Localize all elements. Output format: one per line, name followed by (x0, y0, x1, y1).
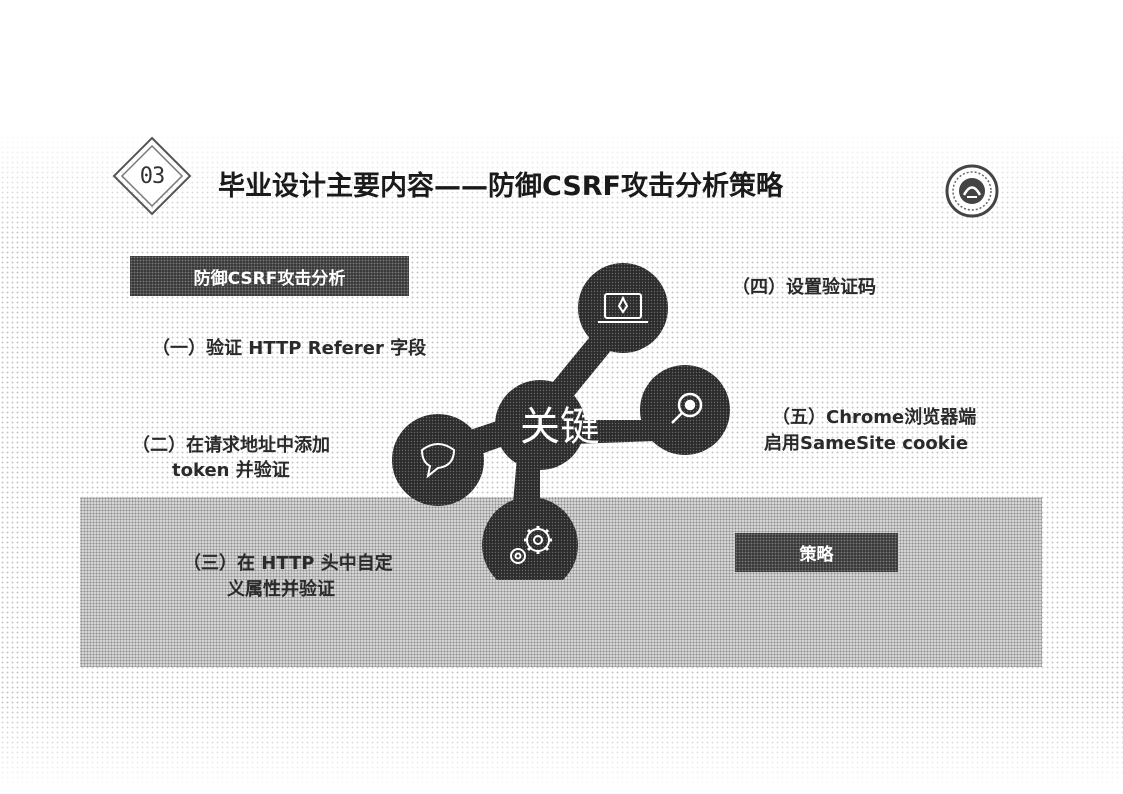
item-2-label-line2: token 并验证 (172, 460, 290, 481)
section-number-badge: 03 (112, 136, 192, 216)
magnifier-icon (671, 392, 703, 424)
bottom-node (482, 497, 578, 580)
section-number: 03 (139, 163, 166, 189)
analysis-heading-box: 防御CSRF攻击分析 (130, 256, 409, 296)
item-5-label-line2: 启用SameSite cookie (764, 433, 969, 454)
right-node (640, 365, 730, 455)
hub-center-node (495, 380, 585, 470)
top-node (578, 263, 668, 353)
strategy-heading-box: 策略 (735, 533, 898, 572)
diamond-frame-icon (112, 136, 192, 216)
hub-center-text: 关键 (520, 404, 600, 450)
item-5-label-line1: （五）Chrome浏览器端 (772, 407, 977, 428)
bubble-icon (420, 443, 456, 479)
university-seal-icon (945, 164, 999, 218)
item-1-label: （一）验证 HTTP Referer 字段 (152, 338, 427, 359)
left-node (392, 414, 484, 506)
item-3-label-line2: 义属性并验证 (227, 579, 335, 600)
strategy-hub-diagram: 关键 (392, 263, 730, 580)
item-2-label-line1: （二）在请求地址中添加 (132, 435, 330, 456)
gears-icon (510, 526, 552, 564)
item-3-label-line1: （三）在 HTTP 头中自定 (183, 553, 393, 574)
page-title: 毕业设计主要内容——防御CSRF攻击分析策略 (218, 171, 783, 202)
item-4-label: （四）设置验证码 (732, 277, 876, 298)
laptop-rocket-icon (598, 293, 648, 323)
